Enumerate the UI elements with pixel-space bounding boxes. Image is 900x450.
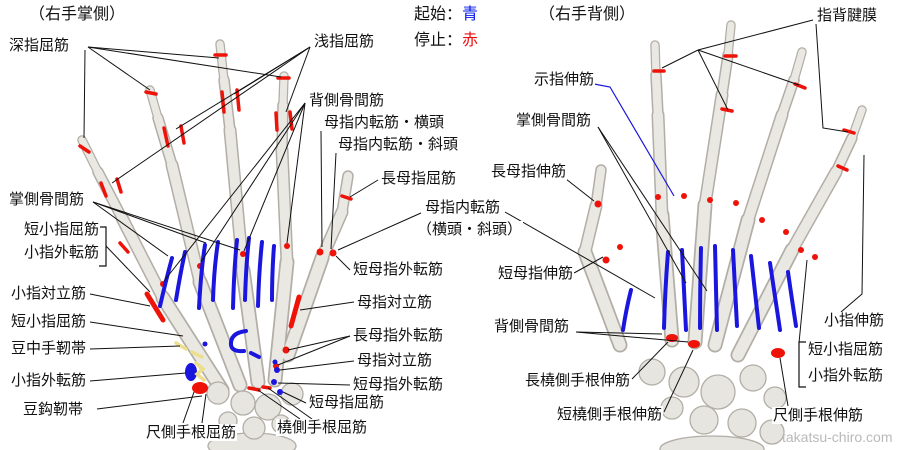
label-adductor-pollicis-combined-line2: （横頭・斜頭） xyxy=(416,221,524,239)
palm-ligament-marks xyxy=(174,341,206,382)
label-pisometacarpal-ligament: 豆中手靭帯 xyxy=(10,340,88,358)
label-flexor-pollicis-longus: 長母指屈筋 xyxy=(380,170,458,188)
label-extensor-pollicis-longus: 長母指伸筋 xyxy=(490,163,568,181)
label-flexor-digiti-minimi-brevis-dorsal: 短小指屈筋 xyxy=(807,341,885,359)
label-pisohamate-ligament: 豆鈎靭帯 xyxy=(22,401,85,419)
label-extensor-pollicis-brevis: 短母指伸筋 xyxy=(497,265,575,283)
legend-origin-color-word: 青 xyxy=(462,6,479,23)
legend-insertion-label: 停止： xyxy=(414,32,463,49)
dorsal-origin-marks xyxy=(621,244,798,332)
label-flexor-pollicis-brevis: 短母指屈筋 xyxy=(308,394,386,412)
label-flexor-carpi-ulnaris: 尺側手根屈筋 xyxy=(145,424,238,442)
palm-insertion-marks xyxy=(78,53,353,394)
label-extensor-indicis: 示指伸筋 xyxy=(533,71,596,89)
dorsal-view-title: （右手背側） xyxy=(538,6,637,25)
label-palmar-interossei-dorsal: 掌側骨間筋 xyxy=(515,112,593,130)
label-abductor-digiti-minimi-2: 小指外転筋 xyxy=(10,372,88,390)
label-opponens-pollicis-2: 母指対立筋 xyxy=(356,352,434,370)
label-opponens-pollicis-1: 母指対立筋 xyxy=(356,294,434,312)
label-abductor-pollicis-brevis-2: 短母指外転筋 xyxy=(352,376,445,394)
label-brackets xyxy=(99,226,806,388)
label-extensor-carpi-radialis-brevis: 短橈側手根伸筋 xyxy=(556,406,664,424)
leader-lines-palm xyxy=(83,46,656,424)
label-opponens-digiti-minimi: 小指対立筋 xyxy=(10,285,88,303)
label-extensor-digiti-minimi: 小指伸筋 xyxy=(823,312,886,330)
label-adductor-pollicis-combined-line1: 母指内転筋 xyxy=(424,199,502,217)
label-flexor-digiti-minimi-brevis-1: 短小指屈筋 xyxy=(23,221,101,239)
dorsal-insertion-marks xyxy=(594,54,856,358)
label-flexor-digitorum-profundus: 深指屈筋 xyxy=(8,37,71,55)
label-abductor-digiti-minimi-1: 小指外転筋 xyxy=(23,244,101,262)
label-dorsal-interossei-dorsal: 背側骨間筋 xyxy=(493,318,571,336)
label-extensor-carpi-ulnaris: 尺側手根伸筋 xyxy=(772,407,865,425)
watermark: takatsu-chiro.com xyxy=(782,429,893,445)
label-flexor-digitorum-superficialis: 浅指屈筋 xyxy=(313,33,376,51)
dorsal-hand-illustration xyxy=(585,25,862,450)
label-flexor-digiti-minimi-brevis-2: 短小指屈筋 xyxy=(10,313,88,331)
label-dorsal-interossei-palm: 背側骨間筋 xyxy=(308,92,386,110)
label-flexor-carpi-radialis: 橈側手根屈筋 xyxy=(276,419,369,437)
label-abductor-pollicis-brevis-1: 短母指外転筋 xyxy=(352,261,445,279)
legend-origin-label: 起始： xyxy=(414,6,463,23)
label-abductor-digiti-minimi-dorsal: 小指外転筋 xyxy=(807,367,885,385)
label-abductor-pollicis-longus: 長母指外転筋 xyxy=(352,327,445,345)
label-adductor-pollicis-oblique-head: 母指内転筋・斜頭 xyxy=(337,136,460,154)
palm-view-title: （右手掌側） xyxy=(28,6,127,25)
legend-insertion-color-word: 赤 xyxy=(462,32,479,49)
legend-origin: 起始：青 xyxy=(413,6,480,25)
leader-lines-dorsal xyxy=(565,19,865,413)
label-palmar-interossei-palm: 掌側骨間筋 xyxy=(8,191,86,209)
label-extensor-expansion: 指背腱膜 xyxy=(816,7,879,25)
label-adductor-pollicis-transverse-head: 母指内転筋・横頭 xyxy=(323,114,446,132)
legend-insertion: 停止：赤 xyxy=(413,32,480,51)
label-extensor-carpi-radialis-longus: 長橈側手根伸筋 xyxy=(524,372,632,390)
